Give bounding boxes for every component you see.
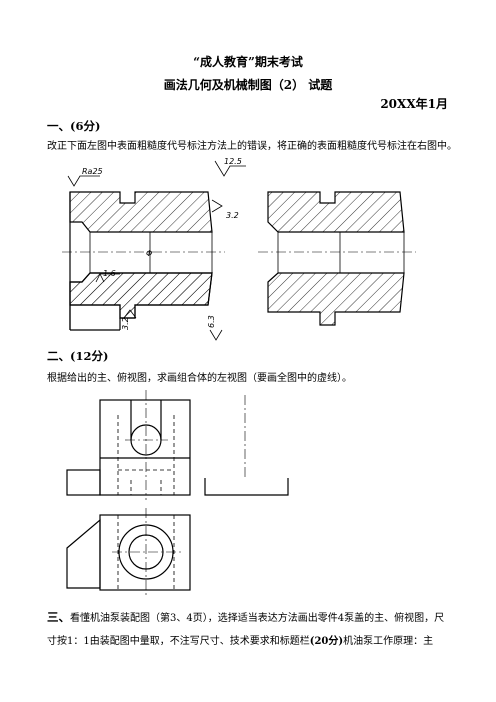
left-bushing-drawing: Ra25 12.5 3.2 1.6 3.2 6.3 Φ bbox=[62, 157, 246, 341]
section1-heading: 一、(6分) bbox=[47, 119, 101, 133]
phi-symbol: Φ bbox=[146, 249, 152, 258]
section3-line1: 三、看懂机油泵装配图（第3、4页），选择适当表达方法画出零件4泵盖的主、俯视图，… bbox=[47, 609, 444, 625]
v16-label: 1.6 bbox=[103, 269, 116, 278]
left-view-partial bbox=[204, 395, 289, 496]
roughness-symbol-3-2-bottom: 3.2 bbox=[121, 309, 137, 330]
section3-score: (20分) bbox=[309, 636, 344, 647]
front-upright bbox=[99, 399, 191, 496]
v63-label: 6.3 bbox=[207, 315, 216, 328]
front-view bbox=[66, 390, 191, 500]
v25-label: 12.5 bbox=[224, 157, 242, 166]
section2-heading: 二、(12分) bbox=[47, 349, 109, 363]
roughness-symbol-6-3: 6.3 bbox=[207, 315, 223, 341]
roughness-symbol-12-5: 12.5 bbox=[214, 157, 246, 177]
exam-subtitle: 画法几何及机械制图（2） 试题 bbox=[163, 78, 333, 92]
front-base-left bbox=[66, 469, 101, 496]
right-bore bbox=[277, 231, 405, 274]
v32-bottom-label: 3.2 bbox=[121, 317, 130, 330]
lower-section-hatch-b bbox=[69, 272, 213, 319]
right-upper-hatch bbox=[267, 191, 405, 233]
ra25-label: Ra25 bbox=[82, 167, 103, 176]
right-bushing-drawing bbox=[258, 191, 416, 326]
section3-text-3: 机油泵工作原理：主 bbox=[343, 636, 434, 647]
top-view bbox=[66, 508, 191, 596]
roughness-symbol-ra25: Ra25 bbox=[67, 167, 103, 187]
left-view-base bbox=[204, 478, 289, 496]
right-lower-hatch bbox=[267, 272, 405, 326]
section1-instruction: 改正下面左图中表面粗糙度代号标注方法上的错误，将正确的表面粗糙度代号标注在右图中… bbox=[47, 141, 457, 152]
bore bbox=[89, 231, 213, 274]
section3-text-2: 寸按1：1由装配图中量取，不注写尺寸、技术要求和标题栏 bbox=[47, 636, 310, 647]
roughness-symbol-1-6: 1.6 bbox=[95, 269, 120, 283]
section3-heading: 三、 bbox=[47, 610, 70, 624]
v32-side-label: 3.2 bbox=[226, 211, 239, 220]
exam-date: 20XX年1月 bbox=[380, 97, 448, 111]
roughness-symbol-3-2-side: 3.2 bbox=[211, 199, 239, 220]
section2-instruction: 根据给出的主、俯视图，求画组合体的左视图（要画全图中的虚线）。 bbox=[47, 373, 352, 384]
exam-title: “成人教育”期末考试 bbox=[193, 55, 303, 69]
upper-section-hatch bbox=[69, 191, 213, 233]
top-wedge bbox=[66, 518, 101, 589]
section3-text-1: 看懂机油泵装配图（第3、4页），选择适当表达方法画出零件4泵盖的主、俯视图，尺 bbox=[70, 613, 445, 624]
section3-line2: 寸按1：1由装配图中量取，不注写尺寸、技术要求和标题栏(20分)机油泵工作原理：… bbox=[47, 632, 433, 647]
